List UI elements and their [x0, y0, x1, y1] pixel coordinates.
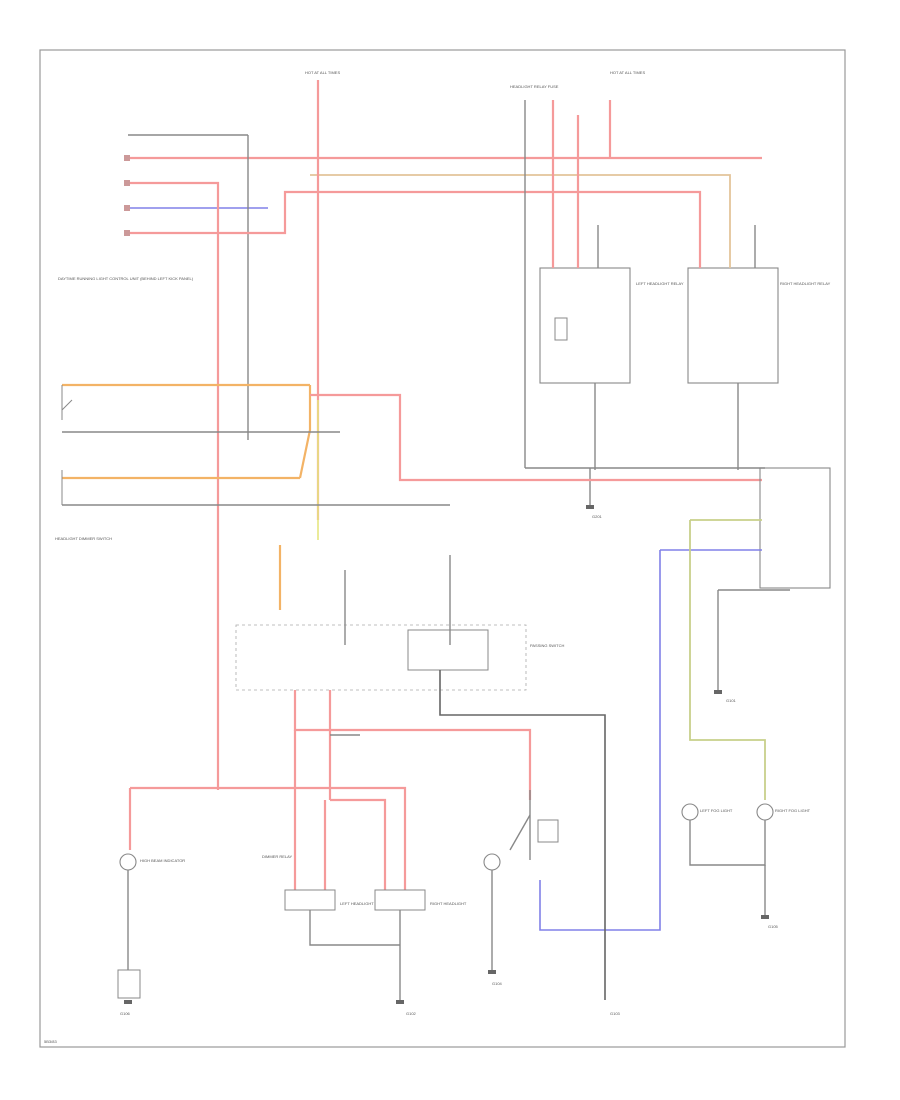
- left-fog-label: LEFT FOG LIGHT: [700, 808, 733, 813]
- right-fog-label: RIGHT FOG LIGHT: [775, 808, 811, 813]
- right-relay-label: RIGHT HEADLIGHT RELAY: [780, 281, 831, 286]
- high-beam-label: HIGH BEAM INDICATOR: [140, 858, 185, 863]
- relay-fuse-label: HEADLIGHT RELAY FUSE: [510, 84, 559, 89]
- dimmer-switch-block: [61, 383, 450, 506]
- right-headlight: [374, 889, 426, 911]
- ground-label-1: G201: [592, 514, 603, 519]
- right-headlight-relay: [687, 225, 779, 470]
- right-headlight-label: RIGHT HEADLIGHT: [430, 901, 467, 906]
- left-headlight-label: LEFT HEADLIGHT: [340, 901, 374, 906]
- ground-label-4: G103: [610, 1011, 621, 1016]
- fog-lights: [681, 803, 774, 919]
- ground-label-6: G105: [768, 924, 779, 929]
- control-unit-label: DAYTIME RUNNING LIGHT CONTROL UNIT (BEHI…: [58, 276, 194, 281]
- footer-code: 5B3/83: [44, 1039, 57, 1044]
- control-unit-connector: [124, 134, 762, 236]
- high-beam-indicator: [117, 853, 141, 1004]
- ground-label-3: G102: [406, 1011, 417, 1016]
- headlight-dimmer-switch: [235, 545, 527, 691]
- left-relay-label: LEFT HEADLIGHT RELAY: [636, 281, 684, 286]
- fuse-label-right: HOT AT ALL TIMES: [610, 70, 645, 75]
- ground-label-7: G106: [120, 1011, 131, 1016]
- diagram-frame: [39, 49, 846, 1048]
- dimmer-relay-label: DIMMER RELAY: [262, 854, 292, 859]
- ground-label-5: G104: [492, 981, 503, 986]
- fog-light-switch: [483, 790, 559, 974]
- fuse-label-center: HOT AT ALL TIMES: [305, 70, 340, 75]
- daytime-light-unit: [660, 467, 831, 694]
- left-headlight: [284, 889, 336, 911]
- left-headlight-relay: [539, 100, 631, 470]
- passing-switch-label: PASSING SWITCH: [530, 643, 564, 648]
- combo-switch-label: HEADLIGHT DIMMER SWITCH: [55, 536, 112, 541]
- ground-label-2: G101: [726, 698, 737, 703]
